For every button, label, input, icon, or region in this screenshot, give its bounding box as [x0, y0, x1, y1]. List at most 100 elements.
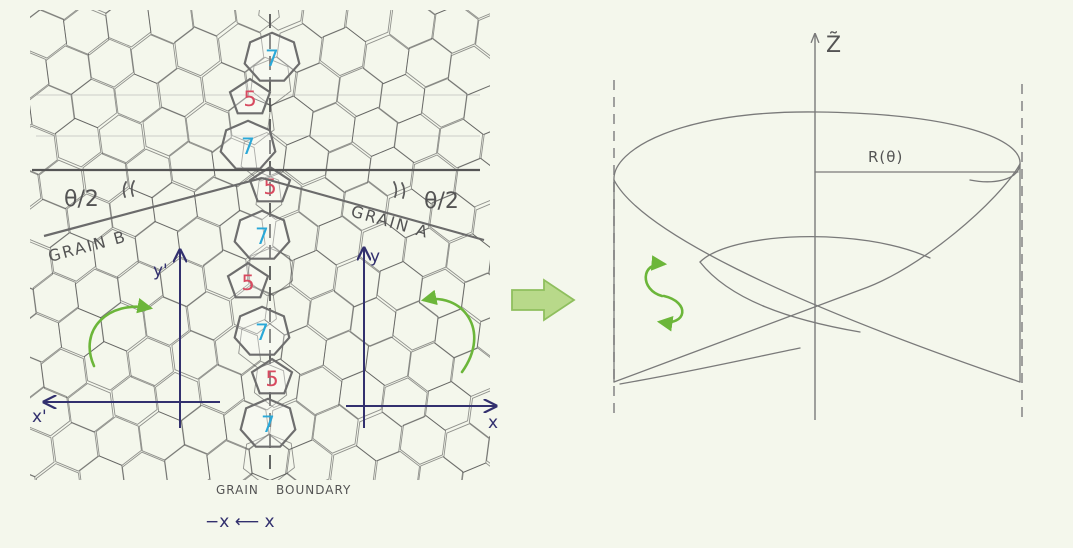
lattice-cell: [52, 421, 99, 472]
lattice-cell: [468, 390, 490, 439]
lattice-cell: [269, 400, 316, 451]
lattice-cell: [134, 220, 181, 271]
lattice-cell: [376, 260, 423, 311]
lattice-cell: [367, 146, 414, 197]
lattice-cell: [30, 312, 62, 363]
lattice-cell: [298, 177, 345, 227]
lattice-cell: [392, 300, 439, 351]
pentagon-cell: [226, 261, 270, 299]
lattice-cell: [477, 317, 490, 357]
lattice-cell: [325, 143, 372, 193]
lattice-cell: [83, 340, 131, 391]
lattice-cell: [446, 233, 490, 283]
lattice-cell: [461, 462, 490, 480]
heptagon-cell: [233, 209, 291, 260]
heptagon-cell: [233, 305, 291, 356]
heptagon-label: 7: [241, 135, 255, 160]
lattice-cell: [480, 131, 490, 167]
lattice-cell: [191, 10, 237, 37]
pentagon-label: 5: [243, 87, 256, 111]
lattice-cell: [407, 342, 454, 392]
rotation-symbol-lower-icon: [656, 294, 684, 332]
rotating-surface-sketch: [613, 34, 1023, 420]
lattice-cell: [374, 450, 420, 480]
heptagon-cell: [239, 397, 297, 448]
lattice-cell: [147, 10, 194, 45]
lattice-cell: [79, 455, 125, 480]
lattice-cell: [248, 433, 295, 480]
lattice-cell: [437, 118, 484, 169]
grain-a-lattice: [238, 10, 490, 480]
heptagon-label: 7: [261, 413, 275, 438]
lattice-cell: [176, 217, 224, 267]
lattice-cell: [432, 10, 479, 54]
lattice-cell: [272, 211, 319, 262]
lattice-cell: [82, 152, 129, 203]
heptagon-label: 7: [255, 321, 269, 346]
lattice-cell: [181, 404, 228, 455]
lattice-cell: [488, 262, 490, 275]
lattice-cell: [0, 395, 27, 444]
transition-arrow-icon: [511, 278, 576, 322]
lattice-cell: [40, 348, 87, 399]
lattice-cell: [315, 215, 363, 266]
lattice-cell: [142, 106, 189, 157]
lattice-cell: [403, 227, 450, 278]
guide-lines: [36, 94, 480, 137]
lattice-cell: [475, 15, 490, 57]
angle-arc-left: [122, 180, 135, 198]
rotation-arrow-right-icon: [420, 289, 476, 374]
lattice-cell: [97, 10, 112, 14]
pentagon-cell: [228, 77, 272, 115]
lattice-cell: [164, 444, 211, 480]
lattice-cell: [394, 113, 441, 164]
lattice-cell: [138, 411, 185, 461]
lattice-cell: [126, 148, 173, 199]
lattice-cell: [71, 78, 118, 129]
heptagon-cell: [243, 31, 301, 82]
angle-arc-right: [393, 181, 406, 199]
lattice-cell: [258, 10, 303, 31]
heptagon-cell: [219, 119, 277, 170]
lattice-cell: [466, 10, 490, 20]
lattice-cell: [169, 140, 216, 191]
heptagon-label: 7: [265, 47, 279, 72]
lattice-cell: [30, 52, 50, 99]
lattice-cell: [55, 117, 102, 168]
lattice-cell: [30, 357, 45, 398]
lattice-cell: [293, 62, 341, 113]
lattice-cell: [245, 56, 292, 107]
lattice-cell: [359, 222, 406, 273]
grain-b-lattice: [0, 10, 295, 480]
lattice-cell: [35, 463, 80, 480]
lattice-cell: [405, 37, 452, 88]
lattice-cell: [282, 135, 329, 185]
lattice-cell: [246, 246, 294, 297]
lattice-cell: [158, 67, 205, 118]
lattice-cell: [364, 336, 412, 387]
lattice-cell: [174, 26, 221, 77]
lattice-cell: [30, 105, 33, 126]
lattice-cell: [429, 192, 476, 242]
lattice-cell: [171, 329, 218, 380]
axes-grain-b: y' x': [32, 250, 220, 428]
lattice-cell: [201, 61, 248, 112]
lattice-cell: [30, 10, 67, 59]
caption-boundary: BOUNDARY: [276, 483, 351, 497]
lattice-cell: [301, 10, 347, 39]
z-axis-label: Z̃: [826, 32, 841, 58]
lattice-cell: [30, 125, 58, 176]
lattice-cell: [307, 289, 354, 340]
lattice-cell: [399, 415, 447, 465]
caption-map: −x ⟵ x: [205, 512, 275, 532]
lattice-cell: [451, 347, 490, 397]
lattice-cell: [211, 137, 258, 188]
radius-label: R(θ): [868, 148, 903, 166]
lattice-cell: [67, 382, 114, 433]
honeycomb-lattice: [0, 10, 490, 480]
lattice-cell: [341, 181, 389, 231]
lattice-cell: [198, 363, 245, 414]
lattice-cell: [30, 473, 36, 480]
